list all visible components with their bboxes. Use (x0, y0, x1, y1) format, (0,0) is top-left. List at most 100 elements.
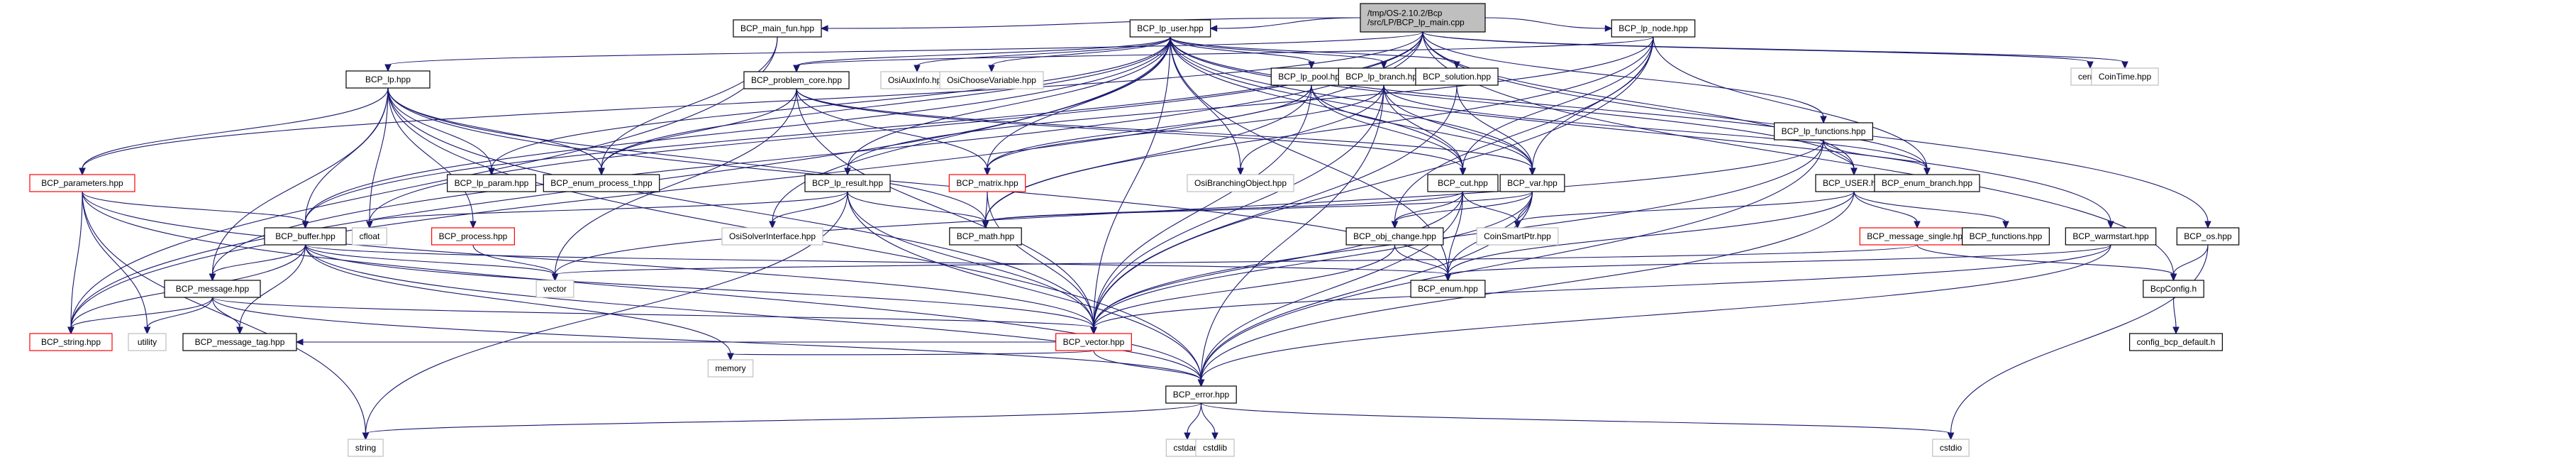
node-enum-branch[interactable]: BCP_enum_branch.hpp (1874, 174, 1980, 192)
edge-line (365, 402, 1202, 434)
node-main-fun[interactable]: BCP_main_fun.hpp (733, 19, 822, 38)
node-solution[interactable]: BCP_solution.hpp (1415, 67, 1499, 86)
node-message-tag[interactable]: BCP_message_tag.hpp (182, 333, 297, 351)
edge-line (1170, 36, 1928, 170)
edge-line (1394, 191, 1464, 223)
edge-line (369, 31, 1423, 223)
node-box (128, 333, 167, 351)
node-box (1859, 227, 1975, 246)
edge-line (82, 191, 148, 329)
edge-root-to-cointime (1422, 31, 2128, 70)
node-buffer[interactable]: BCP_buffer.hpp (264, 227, 347, 246)
edge-warmstart-to-error (1197, 244, 2111, 387)
arrowhead-icon (1914, 221, 1921, 229)
node-label: CoinSmartPtr.hpp (1484, 231, 1551, 241)
edge-line (387, 87, 474, 223)
edge-problem_core-to-bcp_vector (796, 88, 1097, 335)
edge-lp_node-to-problem_core (793, 36, 1654, 73)
edge-line (1093, 244, 2111, 329)
node-config-default[interactable]: config_bcp_default.h (2129, 333, 2223, 351)
edge-line (554, 139, 1824, 275)
node-enum[interactable]: BCP_enum.hpp (1410, 280, 1486, 298)
node-lp[interactable]: BCP_lp.hpp (345, 70, 431, 89)
node-root[interactable]: /tmp/OS-2.10.2/Bcp/src/LP/BCP_lp_main.cp… (1360, 3, 1486, 33)
node-bcpconfig[interactable]: BcpConfig.h (2143, 280, 2204, 298)
edge-lp_pool-to-math (982, 84, 1312, 229)
node-lp-user[interactable]: BCP_lp_user.hpp (1129, 19, 1211, 38)
edge-line (1093, 139, 1824, 329)
node-box (447, 174, 536, 192)
edge-line (1462, 36, 1654, 170)
edge-line (304, 244, 731, 355)
node-matrix[interactable]: BCP_matrix.hpp (948, 174, 1026, 192)
edge-line (1093, 36, 1171, 329)
node-var[interactable]: BCP_var.hpp (1499, 174, 1565, 192)
edge-line (1447, 191, 1464, 275)
edge-line (82, 87, 389, 170)
node-lp-param[interactable]: BCP_lp_param.hpp (447, 174, 536, 192)
arrowhead-icon (820, 25, 828, 32)
node-label: BCP_message_tag.hpp (195, 337, 285, 347)
edge-lp_user-to-enum_branch (1170, 36, 1931, 176)
node-label: BCP_USER.hpp (1823, 178, 1885, 188)
edge-line (1462, 191, 1519, 223)
node-problem-core[interactable]: BCP_problem_core.hpp (743, 71, 850, 89)
arrowhead-icon (793, 65, 800, 73)
node-box (1427, 174, 1499, 192)
edge-line (847, 36, 1654, 170)
node-string-bcp[interactable]: BCP_string.hpp (29, 333, 113, 351)
edge-line (1394, 244, 1449, 275)
edge-line (1170, 36, 1312, 63)
node-error[interactable]: BCP_error.hpp (1165, 385, 1237, 404)
node-functions[interactable]: BCP_functions.hpp (1962, 227, 2050, 246)
node-box (164, 280, 261, 298)
node-process[interactable]: BCP_process.hpp (431, 227, 515, 246)
node-lp-functions[interactable]: BCP_lp_functions.hpp (1774, 122, 1873, 141)
edge-lp_user-to-osiauxinfo (914, 36, 1171, 73)
edge-buffer-to-memory (304, 244, 734, 361)
node-enum-process-t[interactable]: BCP_enum_process_t.hpp (543, 174, 660, 192)
arrowhead-icon (67, 326, 74, 335)
node-label: utility (138, 337, 157, 347)
edge-line (70, 36, 778, 329)
node-box (2065, 227, 2157, 246)
edge-lp_branch-to-cut (1383, 84, 1467, 176)
edge-root-to-lp_node (1484, 17, 1613, 32)
node-box (431, 227, 515, 246)
edge-bcp_vector-to-message_tag (295, 339, 1056, 346)
edge-lp-to-parameters (79, 87, 389, 176)
edge-line (387, 31, 1423, 66)
edge-line (387, 87, 987, 223)
edge-line (304, 244, 1202, 381)
node-label: BCP_lp_pool.hpp (1278, 72, 1345, 82)
node-lp-branch[interactable]: BCP_lp_branch.hpp (1338, 67, 1430, 86)
arrowhead-icon (1923, 167, 1931, 176)
node-label: OsiChooseVariable.hpp (947, 75, 1036, 85)
edge-line (1240, 84, 1384, 170)
node-box (1195, 439, 1235, 457)
node-obj-change[interactable]: BCP_obj_change.hpp (1345, 227, 1444, 246)
edge-line (387, 87, 492, 170)
node-parameters[interactable]: BCP_parameters.hpp (29, 174, 135, 192)
edge-line (1383, 84, 1464, 170)
node-message-single[interactable]: BCP_message_single.hpp (1859, 227, 1975, 246)
node-label: BCP_lp.hpp (365, 75, 411, 84)
arrowhead-icon (1209, 25, 1218, 32)
node-bcp-vector[interactable]: BCP_vector.hpp (1055, 333, 1132, 351)
node-message[interactable]: BCP_message.hpp (164, 280, 261, 298)
node-math[interactable]: BCP_math.hpp (949, 227, 1022, 246)
node-box (804, 174, 891, 192)
edge-line (991, 36, 1171, 67)
edge-line (1200, 244, 2111, 381)
node-lp-node[interactable]: BCP_lp_node.hpp (1611, 19, 1696, 38)
node-label: memory (715, 363, 745, 373)
node-cut[interactable]: BCP_cut.hpp (1427, 174, 1499, 192)
arrowhead-icon (1459, 167, 1467, 176)
node-lp-result[interactable]: BCP_lp_result.hpp (804, 174, 891, 192)
node-os[interactable]: BCP_os.hpp (2176, 227, 2240, 246)
node-label: BCP_lp_node.hpp (1619, 23, 1688, 33)
node-warmstart[interactable]: BCP_warmstart.hpp (2065, 227, 2157, 246)
edge-line (82, 191, 306, 223)
edge-line (1200, 402, 1216, 434)
arrowhead-icon (301, 221, 309, 229)
